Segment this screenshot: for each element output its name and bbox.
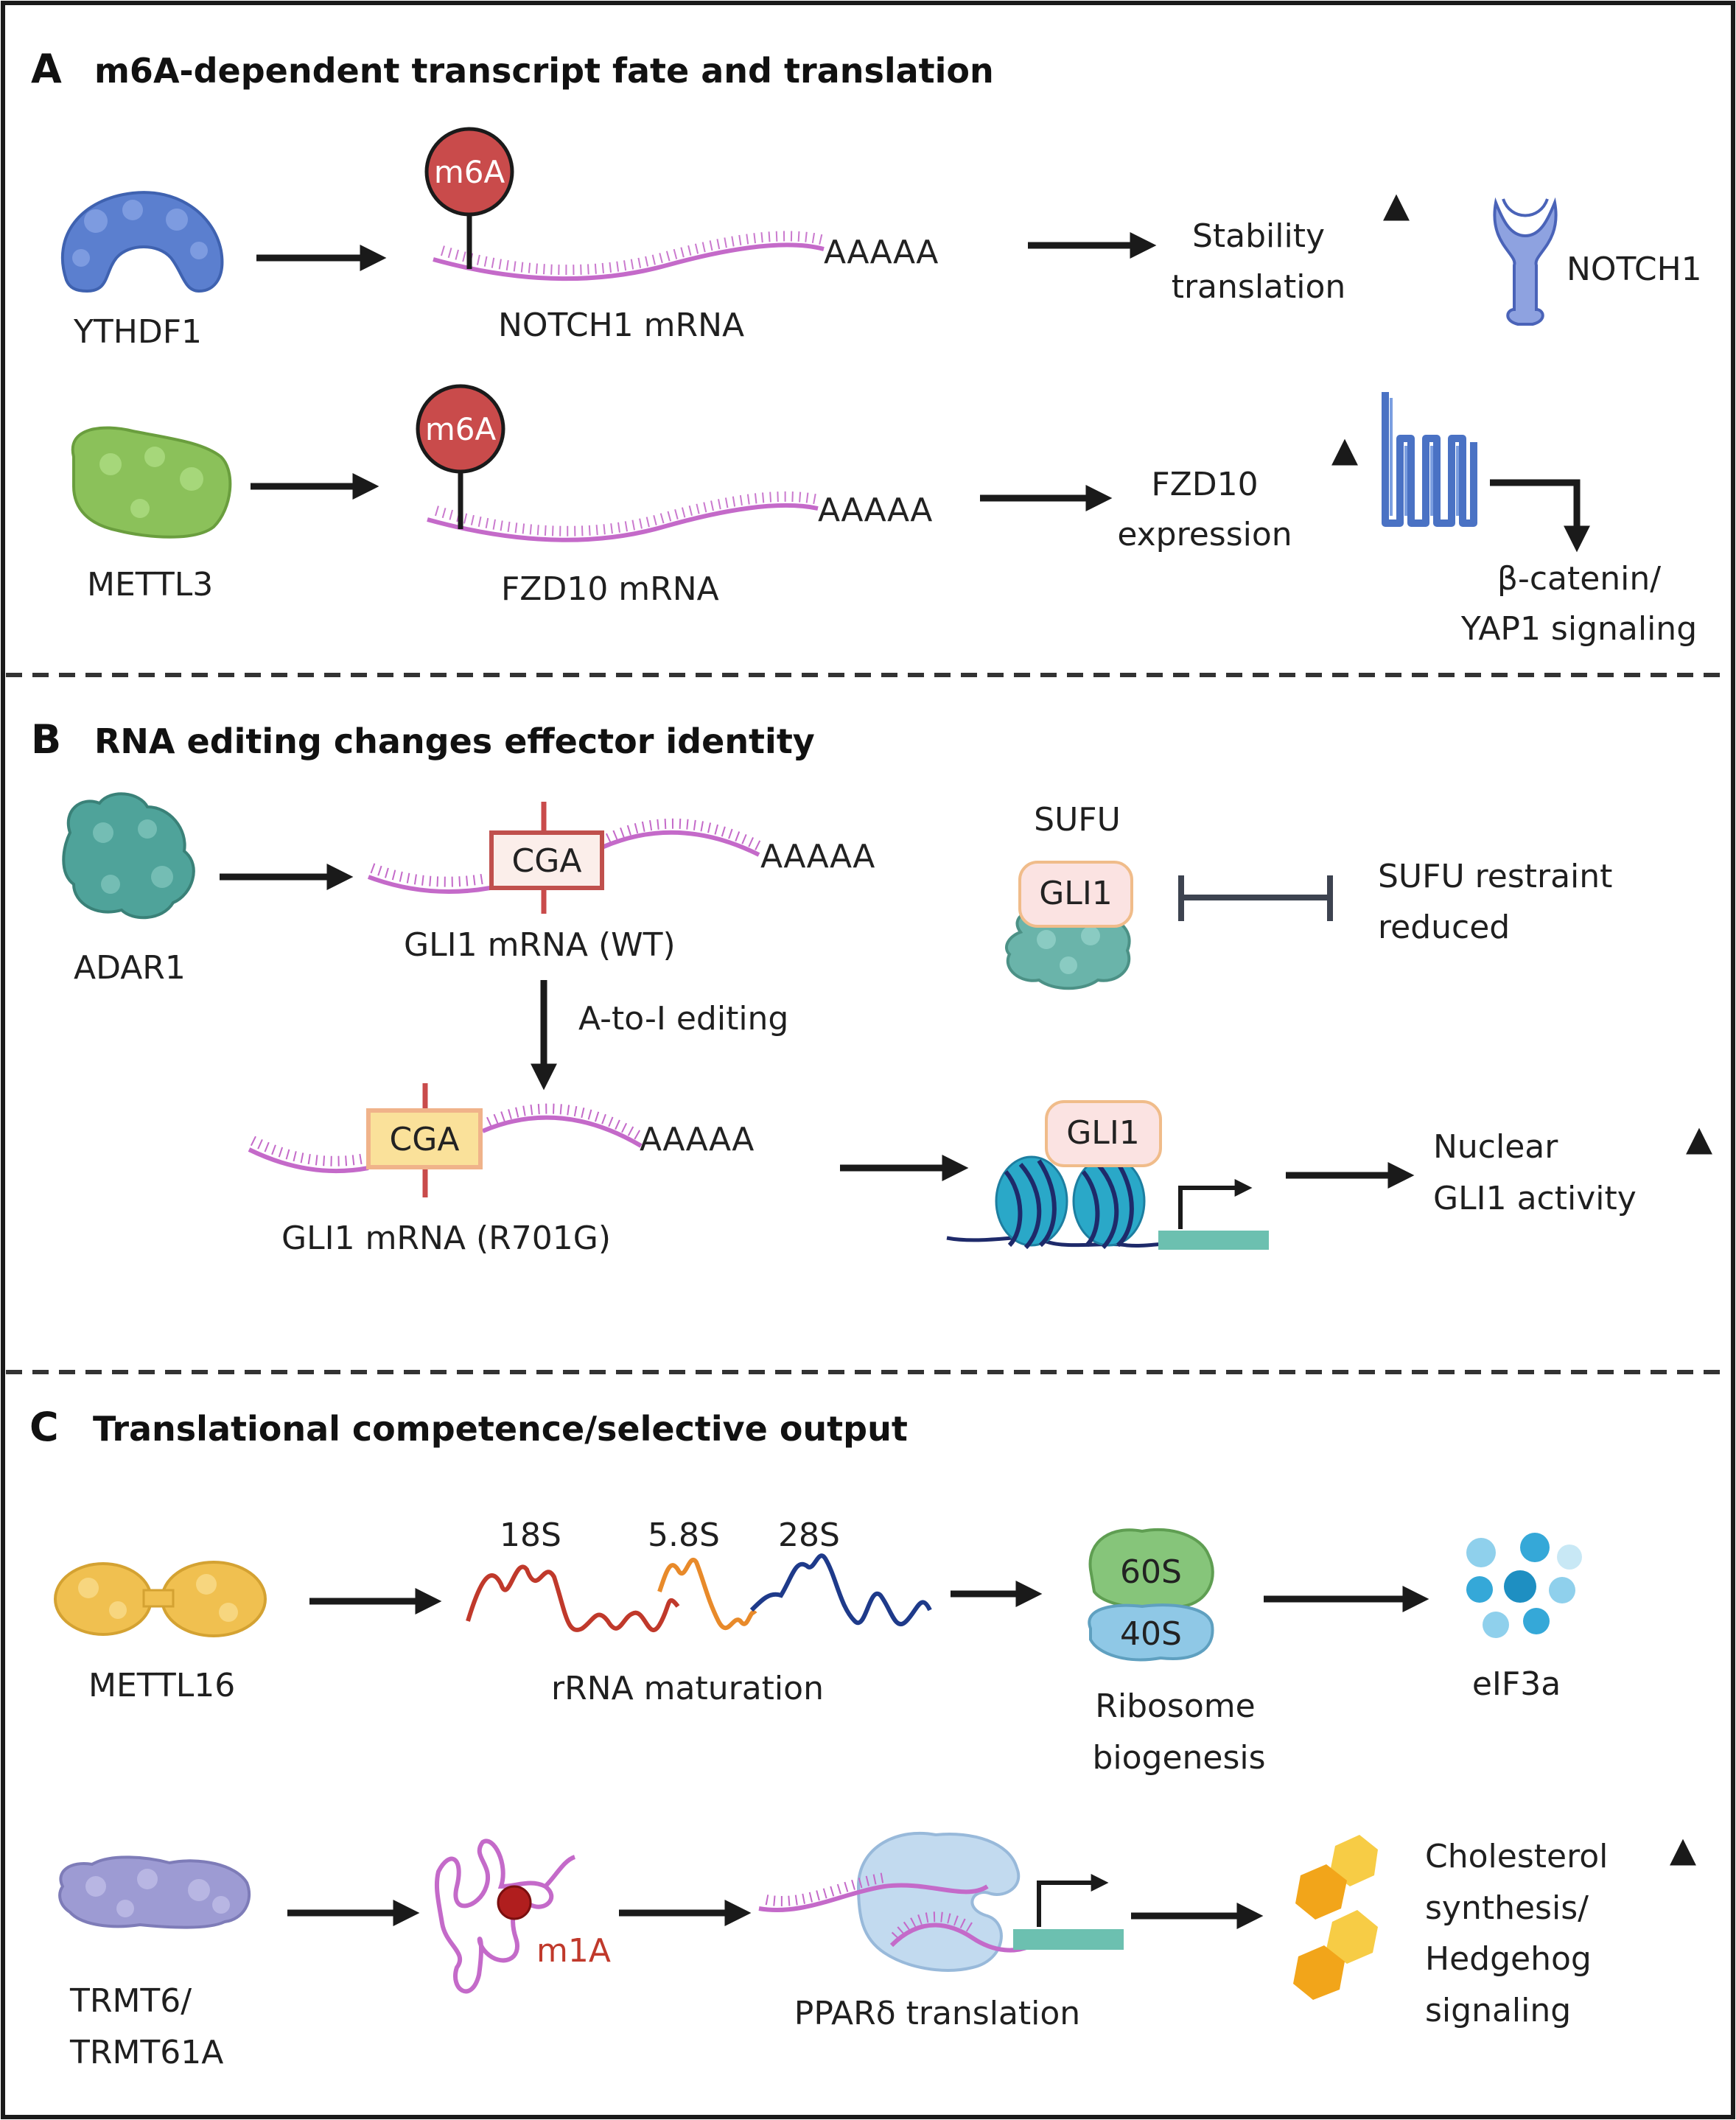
- eif3a-complex-icon: [1466, 1533, 1582, 1638]
- gli1-edited-polya: AAAAA: [640, 1121, 754, 1158]
- mettl3-label: METTL3: [87, 566, 213, 604]
- rrna-58s-strand: [657, 1558, 757, 1630]
- m1a-dot: [497, 1885, 532, 1920]
- trmt-protein-icon: [58, 1855, 251, 1929]
- panel-b-letter: B: [31, 716, 61, 763]
- codon-box-wt: [489, 830, 604, 890]
- panel-a-title: m6A-dependent transcript fate and transl…: [94, 51, 994, 91]
- fzd10-mrna: [427, 491, 819, 542]
- editing-label: A-to-I editing: [578, 1000, 788, 1038]
- m6a-mark-notch1: m6A: [424, 127, 514, 269]
- promoter-box-c: [1013, 1929, 1124, 1950]
- restraint-line2: reduced: [1378, 909, 1510, 946]
- rrna-58s-label: 5.8S: [648, 1516, 720, 1554]
- fzd10-expr-line1: FZD10: [1151, 466, 1258, 503]
- svg-text:GLI1: GLI1: [1066, 1114, 1140, 1152]
- rrna-strands: [466, 1553, 932, 1633]
- eif3a-label: eIF3a: [1472, 1665, 1561, 1703]
- restraint-line1: SUFU restraint: [1378, 858, 1612, 895]
- nuclear-line2: GLI1 activity: [1433, 1180, 1637, 1217]
- svg-text:m6A: m6A: [425, 411, 497, 447]
- panel-b: B RNA editing changes effector identity …: [31, 716, 1712, 1257]
- ribosome-line2: biogenesis: [1092, 1739, 1265, 1777]
- svg-text:CGA: CGA: [390, 1121, 460, 1158]
- ribosome-large: [856, 1831, 1021, 1972]
- rrna-18s-strand: [466, 1564, 680, 1633]
- m6a-mark-fzd10: m6A: [416, 384, 505, 529]
- inhibition-bar: [1178, 875, 1333, 921]
- fzd10-expr-line2: expression: [1117, 516, 1292, 553]
- tss-arrow: [1178, 1179, 1253, 1229]
- svg-text:m6A: m6A: [434, 154, 505, 190]
- elbow-arrow-fzd10-signaling: [1490, 479, 1590, 553]
- tss-arrow-c: [1037, 1874, 1109, 1927]
- panel-b-title: RNA editing changes effector identity: [94, 721, 815, 761]
- rrna-28s-strand: [749, 1553, 932, 1626]
- codon-box-edited: [366, 1108, 483, 1169]
- mettl16-protein-icon: [54, 1561, 267, 1637]
- panel-a: A m6A-dependent transcript fate and tran…: [31, 46, 1702, 648]
- gli1-wt-mrna: CGA: [367, 802, 762, 914]
- mettl3-protein-icon: [71, 426, 232, 539]
- ppard-translation-icon: [758, 1831, 1124, 1972]
- panel-c-letter: C: [29, 1404, 59, 1450]
- ythdf1-protein-icon: [60, 191, 224, 293]
- gli1-edited-label: GLI1 mRNA (R701G): [281, 1220, 611, 1257]
- stability-line2: translation: [1172, 268, 1346, 306]
- chromatin-icon: [946, 1155, 1269, 1250]
- svg-text:60S: 60S: [1120, 1553, 1182, 1591]
- notch1-mrna-label: NOTCH1 mRNA: [498, 307, 744, 344]
- adar1-protein-icon: [62, 792, 195, 920]
- ribosome-icon: 60S 40S: [1088, 1528, 1214, 1662]
- promoter-box: [1158, 1231, 1269, 1250]
- notch1-label: NOTCH1: [1567, 251, 1702, 288]
- mettl16-label: METTL16: [88, 1667, 235, 1704]
- stability-line1: Stability: [1192, 217, 1325, 255]
- m1a-label: m1A: [536, 1932, 611, 1970]
- notch1-receptor-icon: [1493, 197, 1558, 326]
- panel-a-letter: A: [31, 46, 62, 92]
- output-line1: Cholesterol: [1425, 1838, 1608, 1875]
- svg-text:CGA: CGA: [512, 842, 582, 880]
- trmt-line2: TRMT61A: [69, 2034, 223, 2071]
- signaling-line2: YAP1 signaling: [1460, 610, 1697, 648]
- fzd10-polya: AAAAA: [818, 491, 932, 529]
- gli1-sufu-bound: GLI1: [1018, 861, 1133, 928]
- gli1-nuclear: GLI1: [1045, 1100, 1162, 1167]
- fzd10-receptor-icon: [1382, 392, 1477, 527]
- gli1-wt-polya: AAAAA: [760, 838, 875, 875]
- rrna-28s-label: 28S: [778, 1516, 840, 1554]
- output-line4: signaling: [1425, 1992, 1571, 2029]
- ribosome-line1: Ribosome: [1095, 1687, 1255, 1725]
- svg-text:40S: 40S: [1120, 1615, 1182, 1653]
- gli1-edited-mrna: CGA: [248, 1083, 644, 1197]
- ppard-translation-label: PPARδ translation: [794, 1995, 1080, 2032]
- notch1-mrna: [433, 231, 825, 281]
- sufu-label: SUFU: [1034, 801, 1121, 839]
- trna-icon: [434, 1839, 576, 1994]
- panel-c-title: Translational competence/selective outpu…: [93, 1409, 908, 1449]
- nuclear-line1: Nuclear: [1433, 1128, 1558, 1166]
- notch1-polya: AAAAA: [824, 234, 938, 271]
- hexagon-molecule-icon: [1293, 1835, 1378, 2000]
- gli1-wt-label: GLI1 mRNA (WT): [404, 926, 676, 964]
- rrna-maturation-label: rRNA maturation: [551, 1670, 824, 1707]
- svg-text:GLI1: GLI1: [1039, 875, 1113, 912]
- nucleosome-1: [995, 1155, 1068, 1250]
- signaling-line1: β-catenin/: [1497, 560, 1661, 598]
- panel-c: C Translational competence/selective out…: [29, 1404, 1696, 2071]
- trmt-line1: TRMT6/: [69, 1982, 192, 2020]
- adar1-label: ADAR1: [74, 949, 186, 987]
- rrna-18s-label: 18S: [500, 1516, 561, 1554]
- nucleosome-2: [1072, 1155, 1146, 1250]
- output-line3: Hedgehog: [1425, 1940, 1592, 1978]
- ythdf1-label: YTHDF1: [73, 313, 202, 351]
- 40s-subunit: [1088, 1603, 1214, 1662]
- fzd10-mrna-label: FZD10 mRNA: [501, 570, 719, 608]
- output-line2: synthesis/: [1425, 1889, 1589, 1927]
